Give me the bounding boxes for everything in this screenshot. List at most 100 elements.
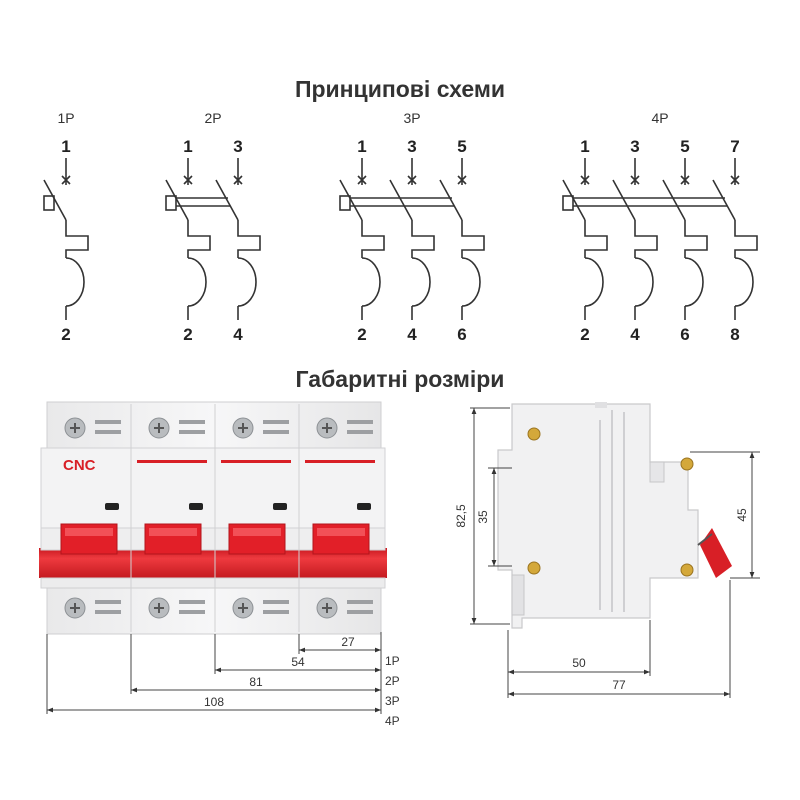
dimensions-title: Габаритні розміри xyxy=(295,366,505,392)
dimension-pole-label: 1P xyxy=(385,654,400,668)
indicator-window xyxy=(105,503,119,510)
handle-box xyxy=(165,195,177,211)
handle-highlight xyxy=(233,528,281,536)
terminal-bottom-2: 2 xyxy=(357,325,366,344)
indicator-window xyxy=(273,503,287,510)
top-clip xyxy=(595,402,607,408)
handle-box xyxy=(339,195,351,211)
terminal-top-3: 3 xyxy=(407,137,416,156)
terminal-slot xyxy=(179,600,205,604)
thermal-release xyxy=(584,220,608,258)
brand-logo: CNC xyxy=(63,457,96,474)
thermal-release xyxy=(65,220,89,258)
terminal-top-1: 1 xyxy=(580,137,589,156)
dimension-depth-inner: 50 xyxy=(572,656,586,670)
contact-mark xyxy=(233,175,243,185)
contact-mark xyxy=(680,175,690,185)
contact-mark xyxy=(407,175,417,185)
dimension-value: 27 xyxy=(341,635,355,649)
screw-icon xyxy=(527,561,541,575)
screw-icon xyxy=(527,427,541,441)
terminal-top-1: 1 xyxy=(183,137,192,156)
terminal-bottom-8: 8 xyxy=(730,325,739,344)
magnetic-release xyxy=(187,257,207,307)
terminal-top-3: 3 xyxy=(233,137,242,156)
contact-mark xyxy=(580,175,590,185)
red-stripe xyxy=(137,460,207,463)
switch-blade xyxy=(662,179,686,221)
terminal-slot xyxy=(263,430,289,434)
contact-mark xyxy=(61,175,71,185)
terminal-slot xyxy=(347,610,373,614)
screw-slot xyxy=(70,423,80,433)
terminal-bottom-4: 4 xyxy=(233,325,243,344)
handle-highlight xyxy=(149,528,197,536)
switch-blade xyxy=(439,179,463,221)
thermal-release xyxy=(634,220,658,258)
contact-mark xyxy=(357,175,367,185)
indicator-window xyxy=(357,503,371,510)
pole-label-3P: 3P xyxy=(403,110,420,126)
magnetic-release xyxy=(584,257,604,307)
terminal-bottom-2: 2 xyxy=(580,325,589,344)
screw-icon xyxy=(680,457,694,471)
terminal-slot xyxy=(179,420,205,424)
red-stripe xyxy=(221,460,291,463)
screw-icon xyxy=(680,563,694,577)
terminal-slot xyxy=(179,430,205,434)
screw-slot xyxy=(154,603,164,613)
dimension-pole-label: 3P xyxy=(385,694,400,708)
magnetic-release xyxy=(634,257,654,307)
terminal-slot xyxy=(263,610,289,614)
screw-slot xyxy=(322,603,332,613)
handle-box xyxy=(562,195,574,211)
magnetic-release xyxy=(237,257,257,307)
pole-label-4P: 4P xyxy=(651,110,668,126)
terminal-bottom-6: 6 xyxy=(680,325,689,344)
thermal-release xyxy=(187,220,211,258)
contact-mark xyxy=(630,175,640,185)
handle-box xyxy=(43,195,55,211)
terminal-top-1: 1 xyxy=(357,137,366,156)
switch-blade xyxy=(562,179,586,221)
magnetic-release xyxy=(65,257,85,307)
magnetic-release xyxy=(361,257,381,307)
thermal-release xyxy=(734,220,758,258)
screw-slot xyxy=(154,423,164,433)
switch-blade xyxy=(165,179,189,221)
rail-clip xyxy=(511,574,525,616)
contact-mark xyxy=(183,175,193,185)
switch-blade xyxy=(712,179,736,221)
dimension-pole-label: 4P xyxy=(385,714,400,728)
terminal-bottom-6: 6 xyxy=(457,325,466,344)
pole-label-2P: 2P xyxy=(204,110,221,126)
terminal-slot xyxy=(347,420,373,424)
thermal-release xyxy=(237,220,261,258)
schemes-title: Принципові схеми xyxy=(294,76,506,102)
dimension-depth-total: 77 xyxy=(612,678,626,692)
dimension-value: 108 xyxy=(204,695,224,709)
terminal-top-7: 7 xyxy=(730,137,739,156)
terminal-slot xyxy=(347,430,373,434)
terminal-top-1: 1 xyxy=(61,137,70,156)
pole-label-1P: 1P xyxy=(57,110,74,126)
red-stripe xyxy=(305,460,375,463)
switch-blade xyxy=(339,179,363,221)
terminal-bottom-2: 2 xyxy=(61,325,70,344)
terminal-slot xyxy=(263,600,289,604)
terminal-bottom-4: 4 xyxy=(630,325,640,344)
toggle-handle xyxy=(700,528,732,578)
terminal-top-5: 5 xyxy=(457,137,466,156)
dimension-pole-label: 2P xyxy=(385,674,400,688)
side-body xyxy=(497,403,699,629)
terminal-slot xyxy=(95,420,121,424)
magnetic-release xyxy=(734,257,754,307)
terminal-slot xyxy=(179,610,205,614)
terminal-slot xyxy=(347,600,373,604)
switch-blade xyxy=(612,179,636,221)
lower-body xyxy=(40,577,386,589)
terminal-slot xyxy=(263,420,289,424)
